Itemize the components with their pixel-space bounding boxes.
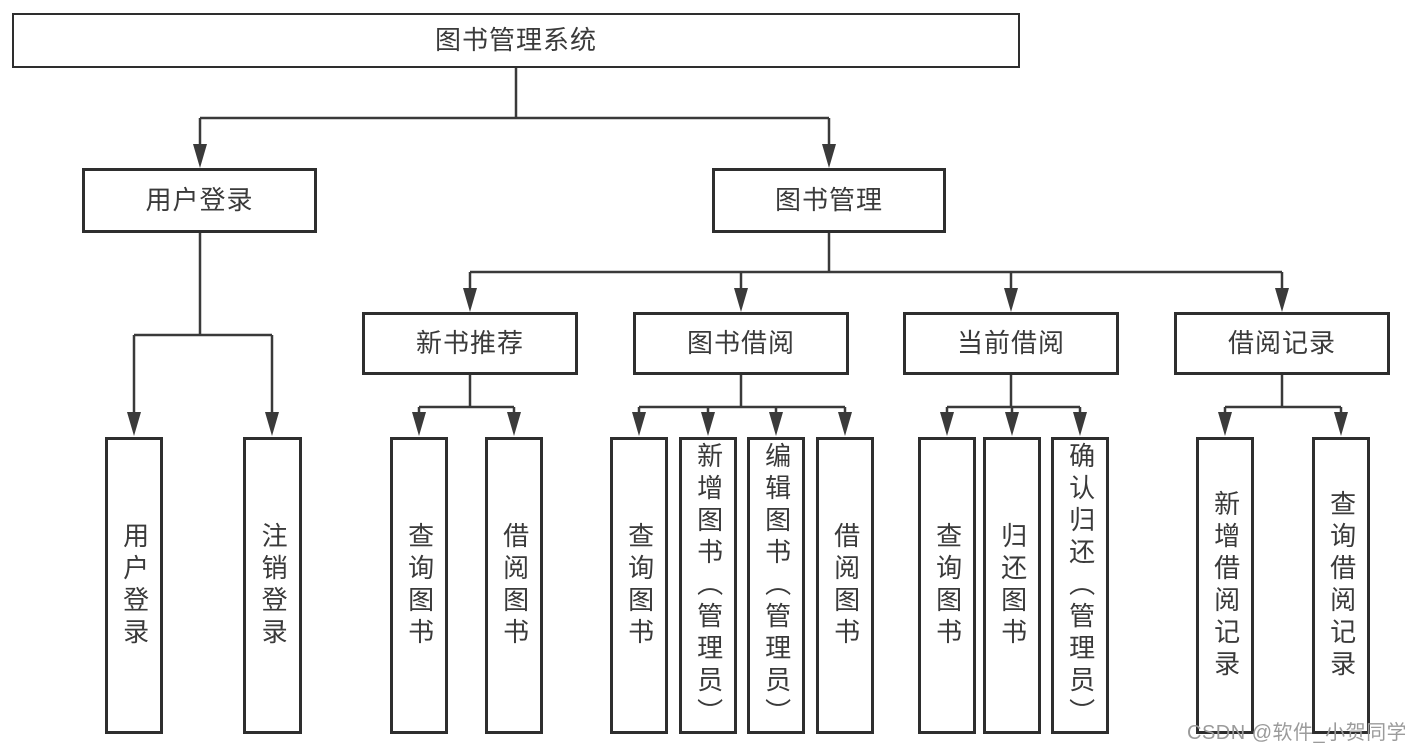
csdn-watermark: CSDN @软件_小贺同学 [1187,722,1405,744]
leaf-confirm-return-admin: 确认归还（管理员） [1051,437,1109,734]
arrowhead-group [127,144,1348,436]
arrowhead [822,144,836,168]
arrowhead [412,412,426,436]
arrowhead [1005,412,1019,436]
arrowhead [632,412,646,436]
leaf-query-book-recommend: 查询图书 [390,437,448,734]
leaf-borrow-book: 借阅图书 [816,437,874,734]
arrowhead [265,412,279,436]
node-borrow-record: 借阅记录 [1174,312,1390,375]
arrowhead [940,412,954,436]
leaf-edit-book-admin: 编辑图书（管理员） [747,437,805,734]
arrowhead [507,412,521,436]
arrowhead [1275,288,1289,312]
arrowhead [769,412,783,436]
node-book-management: 图书管理 [712,168,946,233]
node-book-management-system: 图书管理系统 [12,13,1020,68]
arrowhead [1218,412,1232,436]
arrowhead [1334,412,1348,436]
arrowhead [734,288,748,312]
leaf-query-borrow-record: 查询借阅记录 [1312,437,1370,734]
leaf-add-book-admin: 新增图书（管理员） [679,437,737,734]
arrowhead [838,412,852,436]
arrowhead [463,288,477,312]
leaf-logout-login: 注销登录 [243,437,302,734]
arrowhead [1004,288,1018,312]
connector-lines [132,68,1343,413]
node-new-book-recommend: 新书推荐 [362,312,578,375]
node-user-login: 用户登录 [82,168,317,233]
leaf-user-login: 用户登录 [105,437,163,734]
arrowhead [193,144,207,168]
leaf-query-book-borrow: 查询图书 [610,437,668,734]
node-book-borrow: 图书借阅 [633,312,849,375]
leaf-add-borrow-record: 新增借阅记录 [1196,437,1254,734]
arrowhead [127,412,141,436]
leaf-borrow-book-recommend: 借阅图书 [485,437,543,734]
leaf-return-book: 归还图书 [983,437,1041,734]
arrowhead [701,412,715,436]
arrowhead [1073,412,1087,436]
leaf-query-book-current: 查询图书 [918,437,976,734]
node-current-borrow: 当前借阅 [903,312,1119,375]
